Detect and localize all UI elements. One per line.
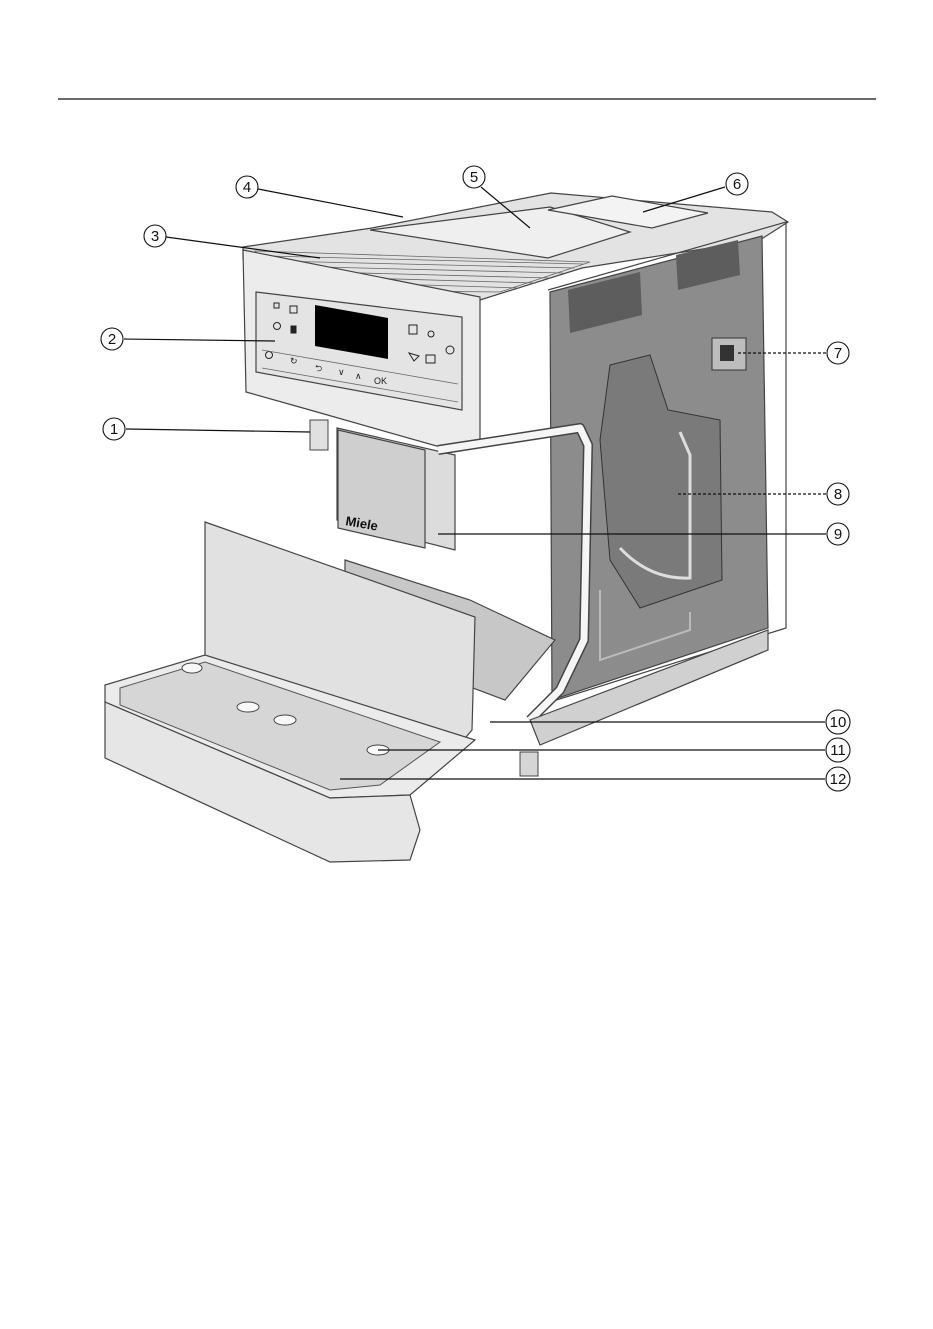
callout-7-label: 7 [834, 345, 842, 362]
key-4[interactable]: ∧ [355, 371, 362, 381]
key-3[interactable]: ∨ [338, 367, 345, 377]
hot-water-spout [310, 420, 328, 450]
callout-11-label: 11 [830, 742, 846, 759]
machine-body: ↻ ⮌ ∨ ∧ OK Miele [105, 193, 788, 862]
machine-foot [520, 752, 538, 776]
key-1[interactable]: ↻ [290, 356, 298, 366]
latte-icon [291, 326, 296, 333]
callout-12-label: 12 [830, 771, 847, 788]
callout-6-label: 6 [733, 176, 741, 193]
drip-hole [237, 702, 259, 712]
callout-1-label: 1 [110, 421, 118, 438]
callout-8-label: 8 [834, 486, 842, 503]
callout-3-label: 3 [151, 228, 159, 245]
drip-hole [274, 715, 296, 725]
callout-9-label: 9 [834, 526, 842, 543]
coffee-spout [338, 430, 425, 548]
callout-10-label: 10 [830, 714, 847, 731]
key-5[interactable]: OK [374, 376, 387, 386]
key-2[interactable]: ⮌ [315, 363, 322, 373]
callout-2-label: 2 [108, 331, 116, 348]
drip-hole [182, 663, 202, 673]
callout-4-label: 4 [243, 179, 251, 196]
callout-5-label: 5 [470, 169, 478, 186]
